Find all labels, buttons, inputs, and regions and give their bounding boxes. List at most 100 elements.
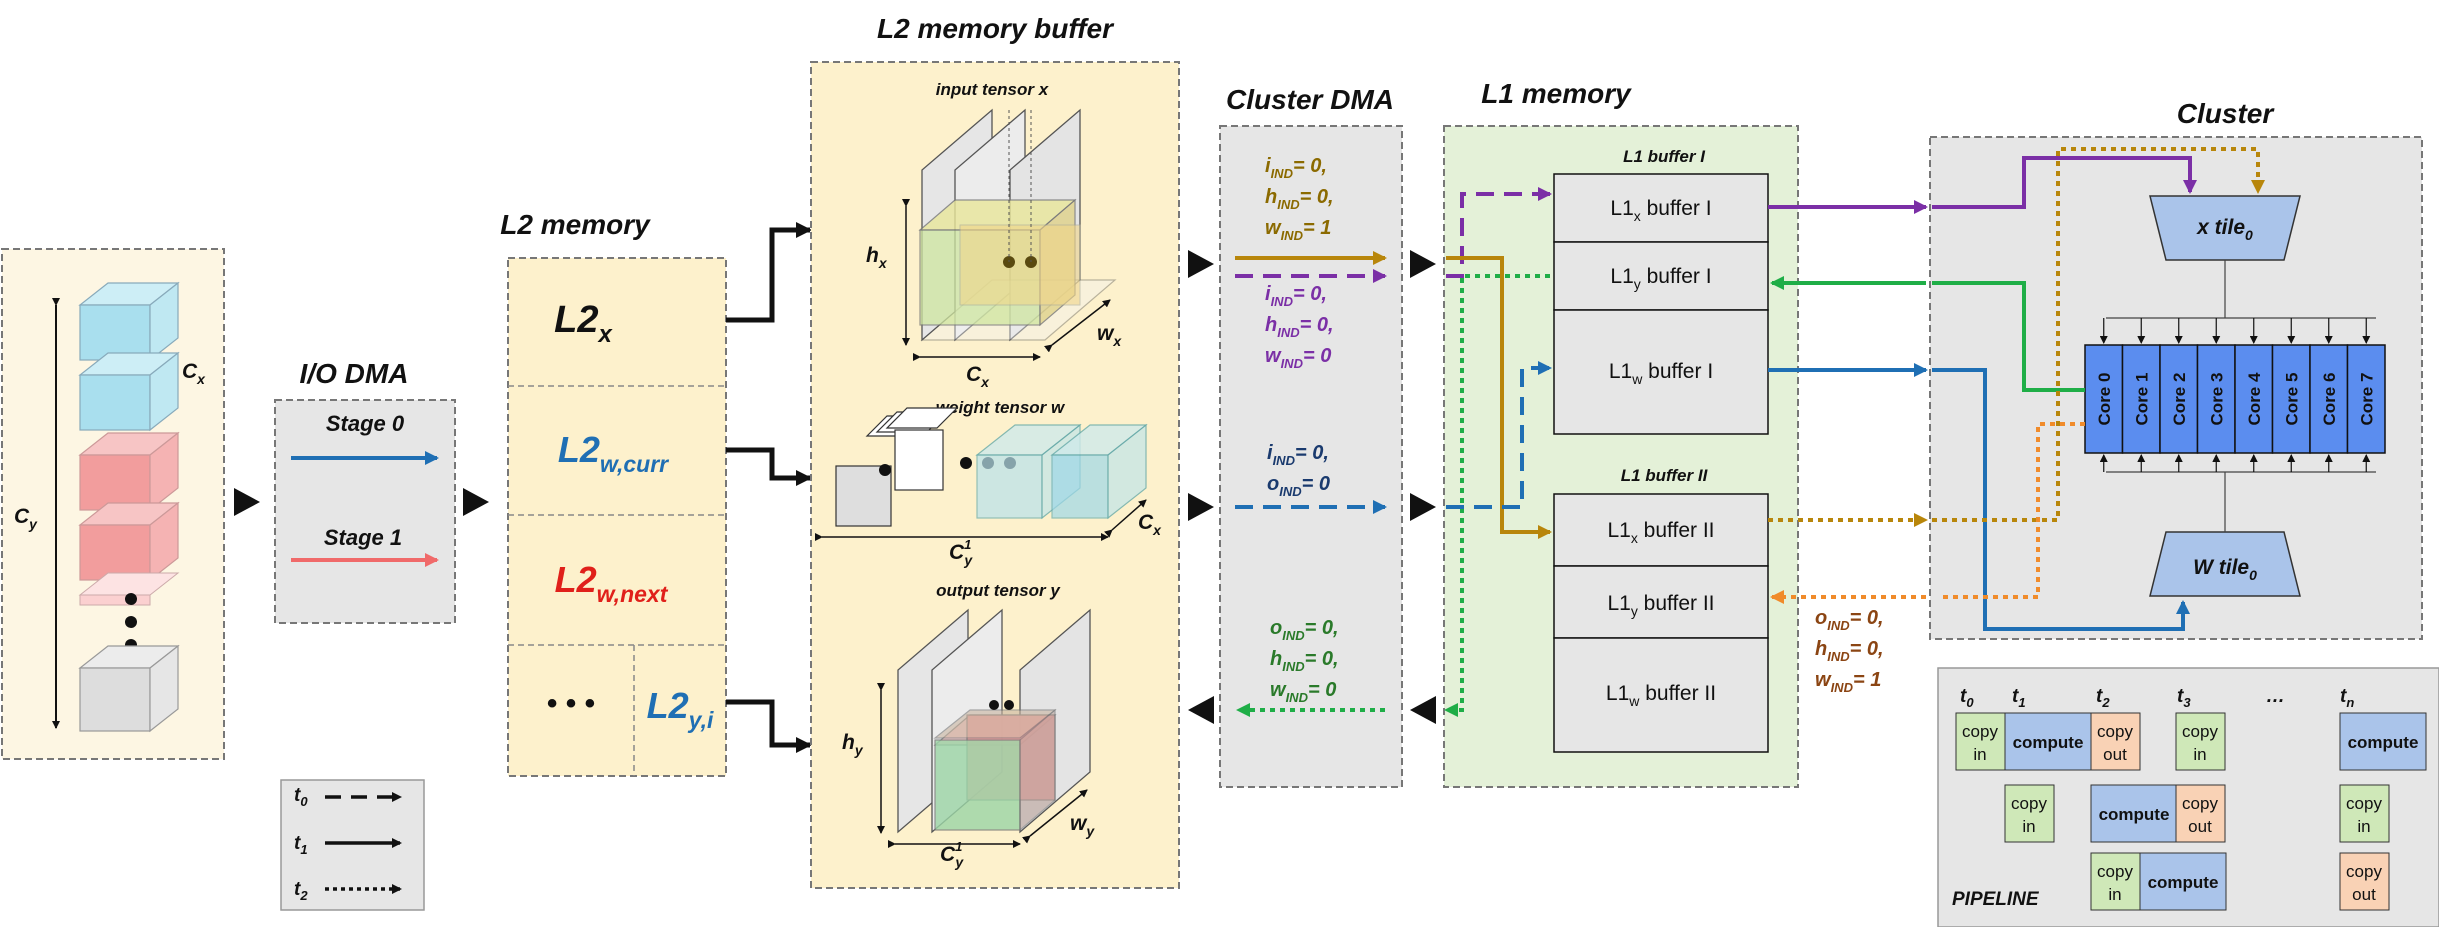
legend-t2: t2: [294, 879, 308, 903]
core-box: [2309, 344, 2349, 454]
l1-route-gold: [1446, 256, 1552, 539]
pipeline-dots: …: [2266, 686, 2285, 707]
rn-compute: compute: [2348, 733, 2419, 752]
cy-label: Cy: [14, 505, 38, 532]
svg-text:oIND= 0: oIND= 0: [1267, 473, 1330, 499]
wy-label: wy: [1070, 812, 1095, 839]
r3-copyin-a: copy: [2097, 862, 2133, 881]
core-label: Core 6: [2320, 373, 2339, 426]
stage1-label: Stage 1: [324, 525, 402, 550]
core-box: [2159, 344, 2199, 454]
l1w-buffer1: L1w buffer I: [1609, 360, 1713, 387]
core-label: Core 7: [2357, 373, 2376, 426]
cluster-title: Cluster: [2177, 98, 2276, 129]
pipeline-t1: t1: [2012, 686, 2026, 710]
l1-buffer2-title: L1 buffer II: [1621, 466, 1709, 485]
svg-text:hIND= 0,: hIND= 0,: [1270, 648, 1339, 674]
r2-compute: compute: [2099, 805, 2170, 824]
svg-text:oIND= 0,: oIND= 0,: [1815, 607, 1884, 633]
hx-label: hx: [866, 244, 888, 271]
svg-text:wIND= 0: wIND= 0: [1270, 679, 1336, 705]
svg-text:iIND= 0,: iIND= 0,: [1265, 283, 1327, 309]
cluster-dma-title: Cluster DMA: [1226, 84, 1394, 115]
output-tensor-label: output tensor y: [936, 581, 1061, 600]
cube-red-1: [78, 431, 180, 512]
core-label: Core 4: [2245, 372, 2264, 425]
green-in-cluster: [1932, 281, 2085, 392]
legend-t0: t0: [294, 785, 308, 809]
stage0-label: Stage 0: [326, 411, 405, 436]
pipeline-title: PIPELINE: [1952, 889, 2040, 910]
l1-memory-panel: L1 memory L1 buffer I L1x buffer I L1y b…: [1443, 78, 1799, 788]
cx2-label: Cx: [1138, 511, 1162, 538]
pipeline-tn: tn: [2340, 686, 2354, 710]
r1b-copyin-b: in: [2193, 745, 2206, 764]
r2-copyin-b: in: [2022, 817, 2035, 836]
dma-group-1: iIND= 0, hIND= 0, wIND= 1: [1265, 155, 1334, 243]
cube-blue-2: [78, 351, 180, 432]
connector-l2w: [726, 447, 812, 486]
l1x-buffer2: L1x buffer II: [1607, 519, 1714, 546]
r1b-copyin-a: copy: [2182, 722, 2218, 741]
r1-compute: compute: [2013, 733, 2084, 752]
cube-gray: [78, 644, 180, 733]
l2-buffer-title: L2 memory buffer: [877, 13, 1115, 44]
l2-memory-panel: L2 memory L2x L2w,curr L2w,next • • • L2…: [500, 209, 727, 777]
core-label: Core 1: [2132, 373, 2151, 426]
l2w-curr-label: L2w,curr: [558, 429, 669, 477]
core-box: [2196, 344, 2236, 454]
x-tile-box: [2149, 195, 2301, 261]
l1y-buffer1: L1y buffer I: [1610, 265, 1711, 292]
wx-label: wx: [1097, 322, 1122, 349]
svg-text:hIND= 0,: hIND= 0,: [1265, 186, 1334, 212]
svg-text:iIND= 0,: iIND= 0,: [1267, 442, 1329, 468]
purple-in-cluster: [1932, 156, 2197, 209]
r3-copyin-b: in: [2108, 885, 2121, 904]
rn-copyout-a: copy: [2346, 862, 2382, 881]
pipeline-panel: t0 t1 t2 t3 … tn copy in compute copy ou…: [1937, 667, 2439, 927]
svg-text:iIND= 0,: iIND= 0,: [1265, 155, 1327, 181]
core-box: [2234, 344, 2274, 454]
r2-copyout-a: copy: [2182, 794, 2218, 813]
x-tile-label: x tile0: [2196, 216, 2253, 243]
l2-buffer-panel: L2 memory buffer input tensor x hx Cx wx…: [810, 13, 1180, 889]
hy-label: hy: [842, 731, 864, 758]
cluster-out-label: oIND= 0, hIND= 0, wIND= 1: [1815, 607, 1884, 695]
r1-copyin-b: in: [1973, 745, 1986, 764]
connector-l2y: [726, 699, 812, 753]
core-box: [2121, 344, 2161, 454]
connector-l2x: [726, 222, 812, 323]
io-dma-panel: I/O DMA Stage 0 Stage 1: [274, 358, 456, 624]
core-box: [2084, 344, 2124, 454]
l1-route-green: [1444, 274, 1550, 717]
input-tensor-label: input tensor x: [936, 80, 1050, 99]
input-stack-panel: Cy Cx: [1, 248, 225, 760]
rn-copyin-a: copy: [2346, 794, 2382, 813]
r3-compute: compute: [2148, 873, 2219, 892]
dma-group-4: oIND= 0, hIND= 0, wIND= 0: [1270, 617, 1339, 705]
l1x-buffer1: L1x buffer I: [1610, 197, 1711, 224]
io-dma-title: I/O DMA: [300, 358, 409, 389]
l2-memory-title: L2 memory: [500, 209, 651, 240]
pipeline-t0: t0: [1960, 686, 1974, 710]
rn-copyout-b: out: [2352, 885, 2376, 904]
core-label: Core 2: [2170, 373, 2189, 426]
l2y-label: L2y,i: [647, 685, 714, 733]
rn-copyin-b: in: [2357, 817, 2370, 836]
weight-tensor-graphic: [815, 407, 1148, 541]
l2x-label: L2x: [554, 299, 613, 348]
r1-copyout-a: copy: [2097, 722, 2133, 741]
cx-label-input: Cx: [182, 360, 206, 387]
l1-route-purple: [1446, 187, 1552, 278]
core-label: Core 0: [2095, 373, 2114, 426]
core-label: Core 5: [2282, 373, 2301, 426]
gold-in-cluster: [1932, 147, 2265, 522]
svg-text:oIND= 0,: oIND= 0,: [1270, 617, 1339, 643]
legend: t0 t1 t2: [280, 779, 425, 911]
cube-blue-1: [78, 281, 180, 362]
svg-text:wIND= 0: wIND= 0: [1265, 345, 1331, 371]
